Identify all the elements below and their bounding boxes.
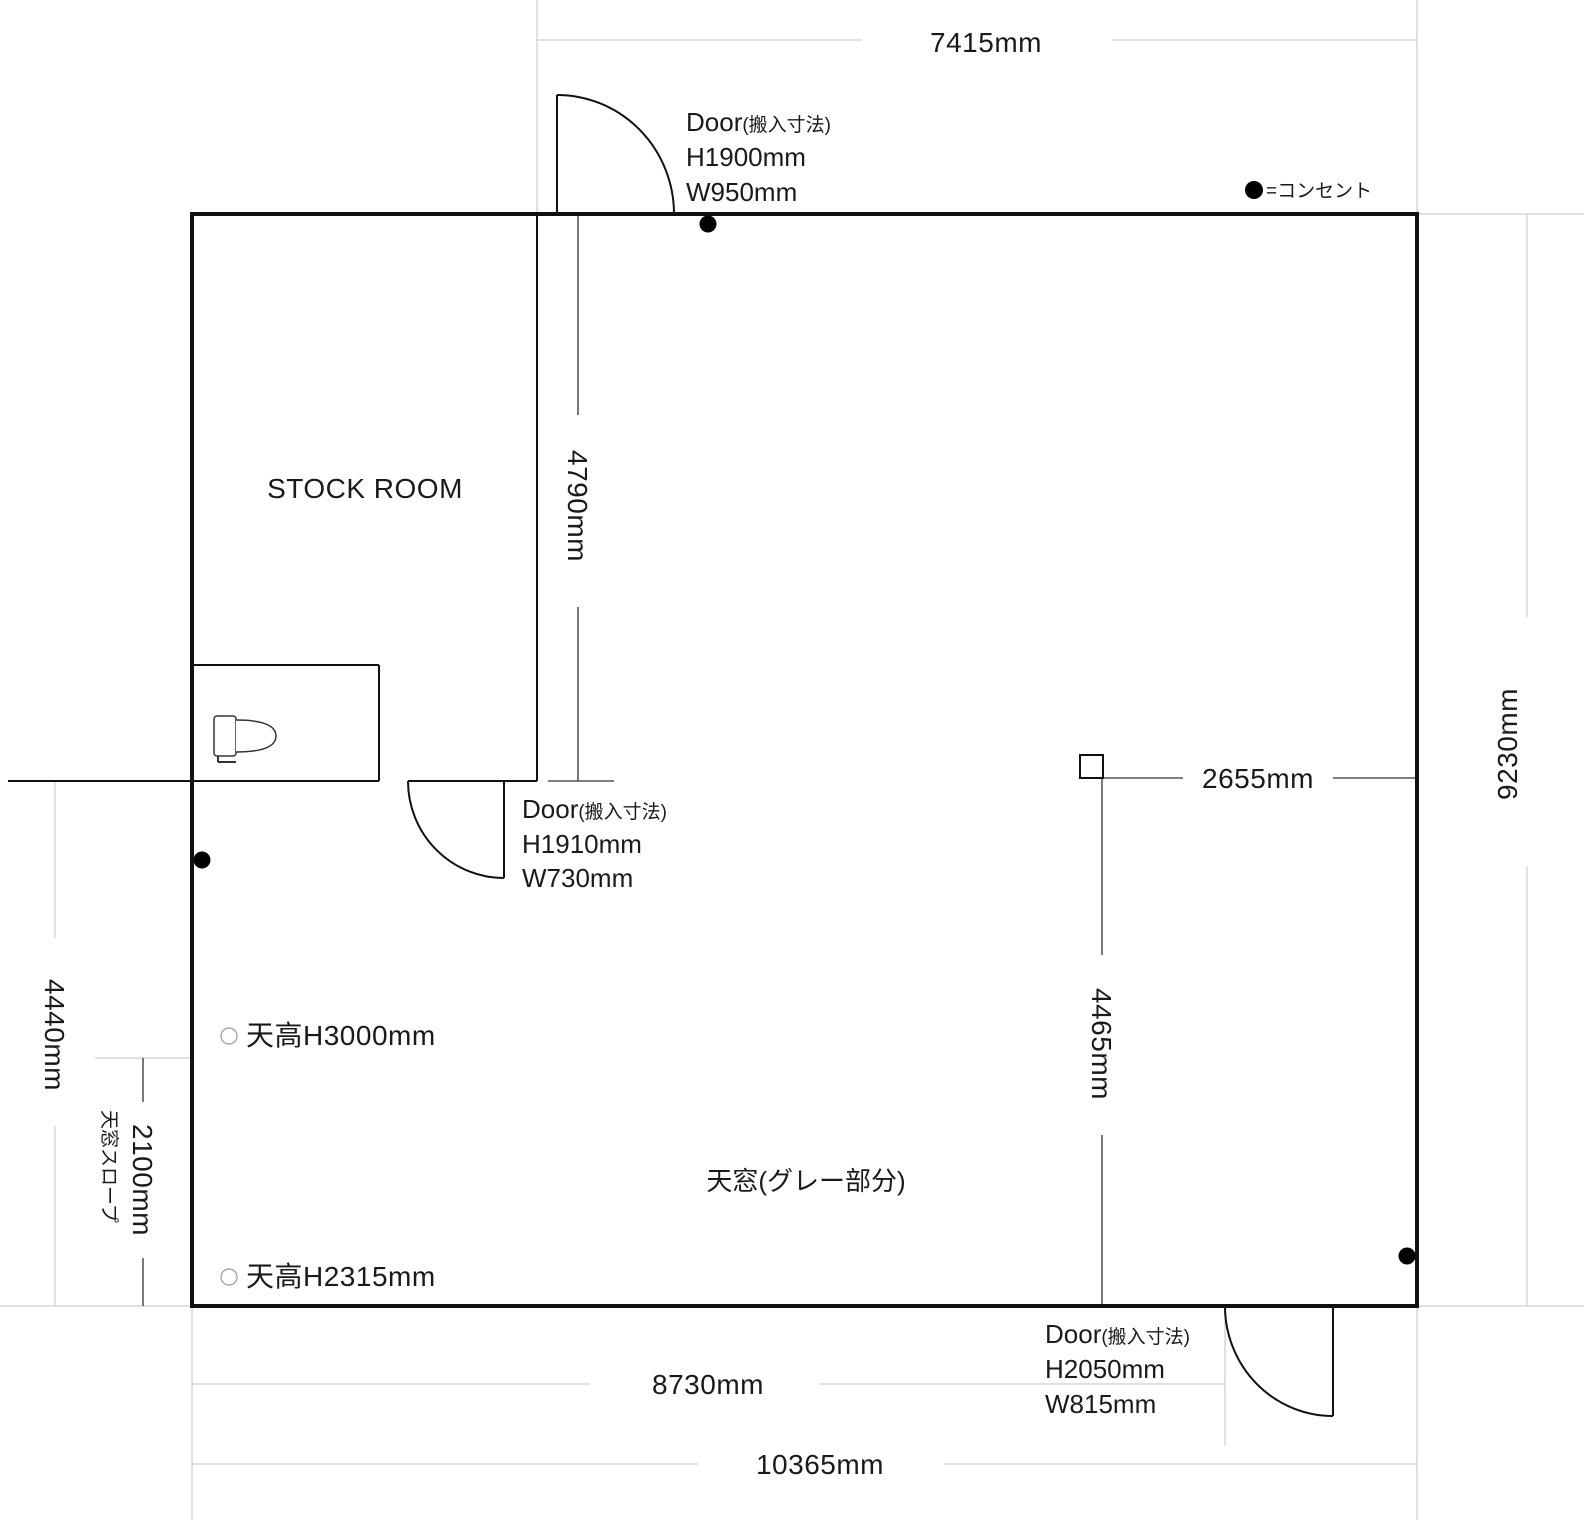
svg-text:Door(搬入寸法): Door(搬入寸法): [686, 107, 831, 137]
stock-room-walls: [8, 214, 614, 782]
door-bottom-width: W815mm: [1045, 1389, 1156, 1419]
outer-wall: [190, 212, 1419, 1308]
door-top: [556, 94, 675, 215]
dim-top-width: 7415mm: [930, 27, 1042, 58]
door-top-title: Door: [686, 107, 743, 137]
door-middle-height: H1910mm: [522, 829, 642, 859]
door-middle-title: Door: [522, 794, 579, 824]
dim-skylight-slope-label: 天窓スロープ: [98, 1110, 120, 1223]
dim-bottom-total: 10365mm: [756, 1449, 884, 1480]
dimension-lines: [142, 214, 1417, 1306]
ceiling-marker-low: [220, 1268, 238, 1286]
toilet-icon: [213, 715, 277, 763]
dim-column-right: 2655mm: [1202, 763, 1314, 794]
door-bottom-label: Door(搬入寸法) H2050mm W815mm: [1045, 1319, 1190, 1419]
ceiling-marker-high: [220, 1027, 238, 1045]
legend: =コンセント: [1245, 181, 1372, 202]
door-top-width: W950mm: [686, 177, 797, 207]
dim-left-lower: 4440mm: [39, 979, 70, 1091]
room-skylight-area: 天窓(グレー部分): [706, 1166, 905, 1196]
door-top-height: H1900mm: [686, 142, 806, 172]
room-stock-room: STOCK ROOM: [267, 473, 463, 504]
ceiling-high-label: 天高H3000mm: [246, 1020, 436, 1051]
legend-outlet-dot: [1245, 181, 1263, 199]
door-top-note: (搬入寸法): [742, 114, 831, 136]
door-bottom-height: H2050mm: [1045, 1354, 1165, 1384]
legend-outlet-label: =コンセント: [1266, 181, 1372, 202]
door-bottom: [1224, 1305, 1334, 1417]
door-bottom-note: (搬入寸法): [1101, 1326, 1190, 1348]
door-middle-label: Door(搬入寸法) H1910mm W730mm: [522, 794, 667, 893]
door-top-label: Door(搬入寸法) H1900mm W950mm: [686, 107, 831, 207]
ceiling-low-label: 天高H2315mm: [246, 1261, 436, 1292]
outlet-bottom-right: [1398, 1247, 1416, 1265]
door-middle: [407, 780, 505, 879]
door-middle-width: W730mm: [522, 863, 633, 893]
outlet-left: [193, 851, 211, 869]
dim-right-height: 9230mm: [1492, 688, 1523, 800]
door-bottom-title: Door: [1045, 1319, 1102, 1349]
outlet-top: [699, 215, 717, 233]
column-marker: [1079, 754, 1104, 779]
dim-skylight-slope: 2100mm: [127, 1124, 158, 1236]
dim-stock-room-depth: 4790mm: [562, 450, 593, 562]
dim-bottom-inner: 8730mm: [652, 1369, 764, 1400]
svg-text:Door(搬入寸法): Door(搬入寸法): [1045, 1319, 1190, 1349]
door-middle-note: (搬入寸法): [578, 801, 667, 823]
dim-column-bottom: 4465mm: [1086, 988, 1117, 1100]
svg-text:Door(搬入寸法): Door(搬入寸法): [522, 794, 667, 824]
